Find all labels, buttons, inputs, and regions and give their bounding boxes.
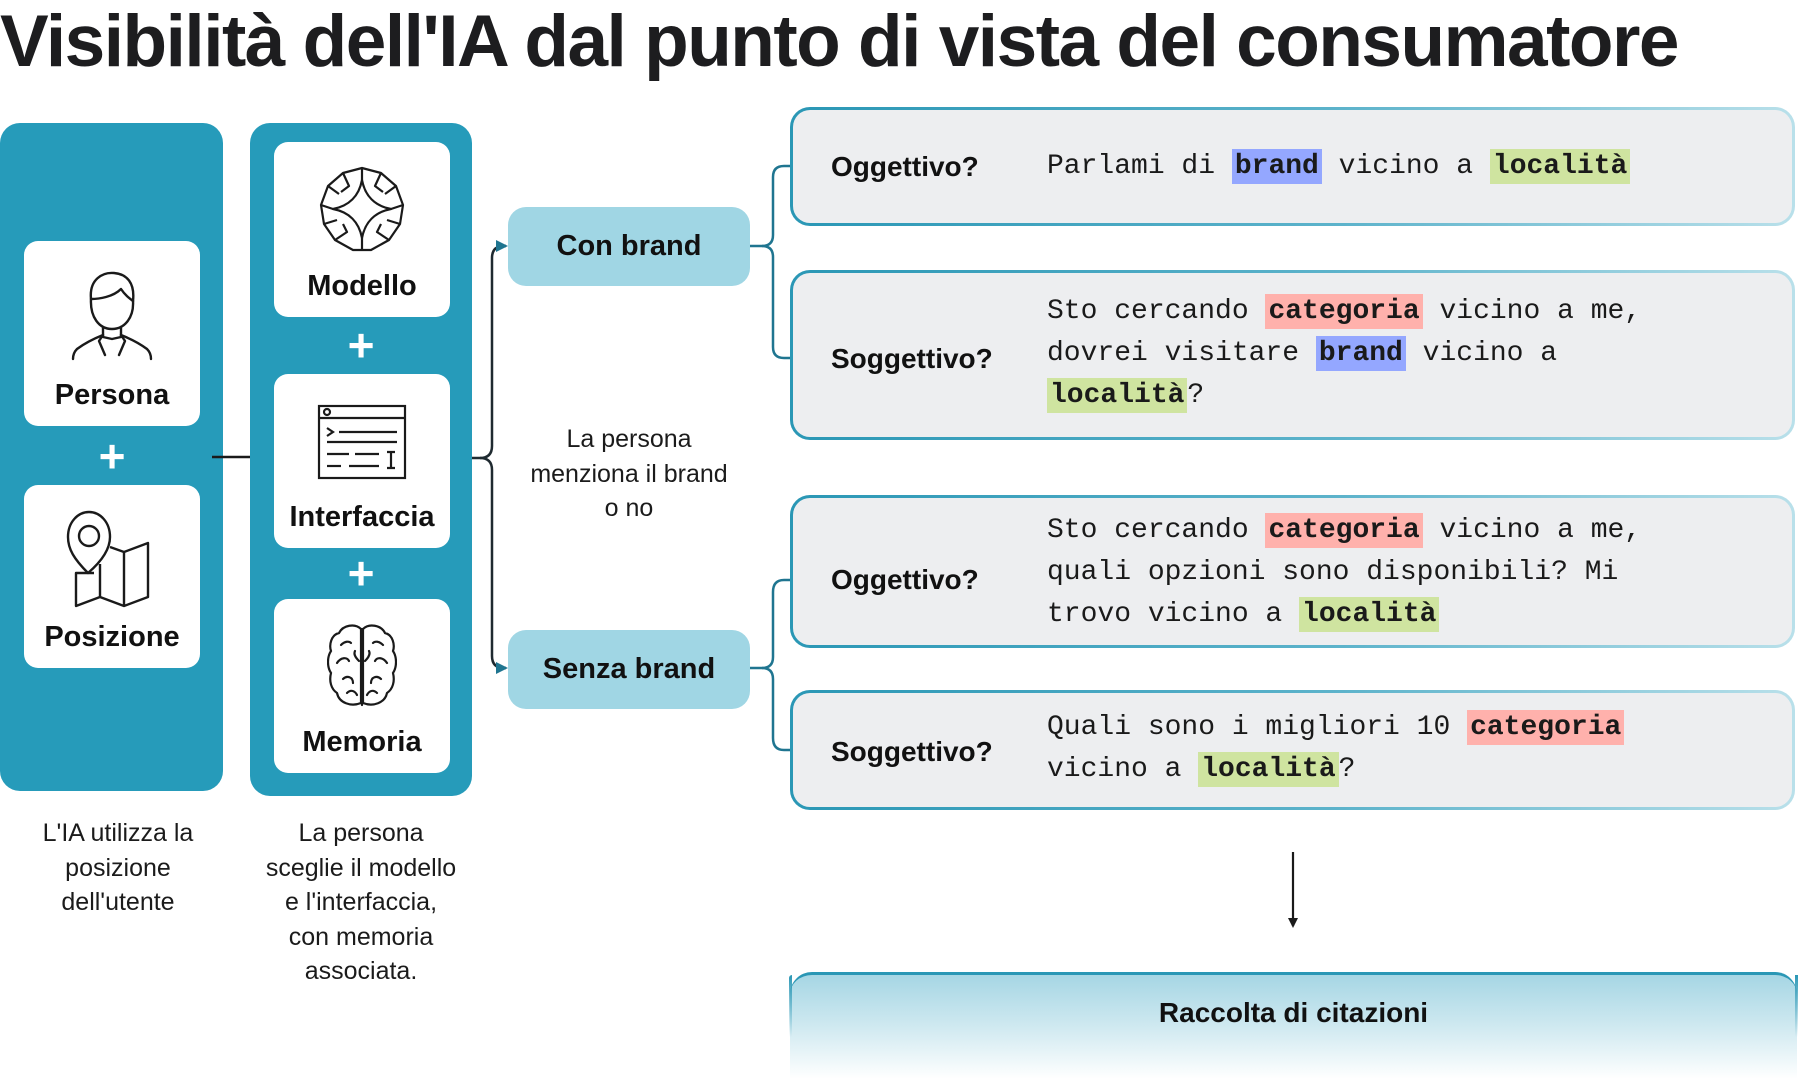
output-label: Raccolta di citazioni bbox=[1158, 997, 1429, 1028]
query-text: Sto cercando categoria vicino a me,dovre… bbox=[1047, 291, 1641, 417]
query-text-segment: quali opzioni sono disponibili? Mi bbox=[1047, 557, 1619, 588]
query-line: trovo vicino a località bbox=[1047, 594, 1641, 636]
card-label: Interfaccia bbox=[289, 501, 435, 533]
caption-line: menziona il brand bbox=[530, 459, 728, 488]
query-text-segment: Quali sono i migliori 10 bbox=[1047, 712, 1468, 743]
caption-line: La persona bbox=[566, 425, 692, 453]
placeholder-location: località bbox=[1198, 752, 1339, 787]
query-type-label: Soggettivo? bbox=[831, 736, 993, 767]
card-memoria: Memoria bbox=[274, 599, 450, 773]
query-text-segment: vicino a me, bbox=[1422, 296, 1642, 327]
query-box: Soggettivo? Quali sono i migliori 10 cat… bbox=[790, 690, 1795, 810]
query-line: Quali sono i migliori 10 categoria bbox=[1047, 707, 1625, 749]
brain-icon bbox=[327, 624, 397, 707]
card-label: Modello bbox=[307, 270, 417, 302]
card-label: Memoria bbox=[302, 726, 422, 758]
output-box: Raccolta di citazioni bbox=[789, 972, 1798, 1079]
branch-senza-brand: Senza brand bbox=[508, 630, 750, 709]
query-line: dovrei visitare brand vicino a bbox=[1047, 333, 1641, 375]
query-text-segment: Sto cercando bbox=[1047, 296, 1266, 327]
query-text: Parlami di brand vicino a località bbox=[1047, 146, 1631, 188]
placeholder-category: categoria bbox=[1265, 294, 1423, 329]
caption-line: con memoria bbox=[288, 922, 434, 951]
placeholder-category: categoria bbox=[1467, 710, 1625, 745]
query-type-label: Oggettivo? bbox=[831, 151, 979, 182]
caption-line: dell'utente bbox=[61, 888, 175, 916]
query-text-segment: ? bbox=[1187, 380, 1205, 411]
caption-branches: La persona menziona il brand o no bbox=[504, 422, 754, 526]
caption-line: e l'interfaccia, bbox=[284, 888, 438, 916]
placeholder-location: località bbox=[1489, 149, 1631, 184]
query-line: vicino a località? bbox=[1047, 749, 1624, 791]
query-text-segment: trovo vicino a bbox=[1047, 599, 1300, 630]
card-persona: Persona bbox=[24, 241, 200, 426]
query-text-segment: dovrei visitare bbox=[1047, 338, 1316, 369]
placeholder-category: categoria bbox=[1265, 513, 1423, 548]
query-text-segment: vicino a bbox=[1047, 754, 1199, 785]
query-text-segment: Parlami di bbox=[1047, 151, 1232, 182]
query-text-segment: vicino a bbox=[1321, 151, 1490, 182]
person-icon bbox=[71, 271, 153, 361]
caption-user-context: L'IA utilizza la posizione dell'utente bbox=[0, 816, 236, 920]
terminal-window-icon bbox=[317, 404, 407, 480]
page-title: Visibilità dell'IA dal punto di vista de… bbox=[0, 1, 1680, 82]
query-text-segment: vicino a me, bbox=[1422, 515, 1642, 546]
query-text: Sto cercando categoria vicino a me, quali… bbox=[1047, 510, 1641, 636]
query-line: località? bbox=[1047, 375, 1641, 417]
query-type-label: Oggettivo? bbox=[831, 564, 979, 595]
query-line: Sto cercando categoria vicino a me, bbox=[1047, 291, 1641, 333]
caption-line: posizione bbox=[65, 853, 171, 882]
caption-line: o no bbox=[604, 494, 654, 522]
caption-line: L'IA utilizza la bbox=[42, 819, 194, 847]
query-line: quali opzioni sono disponibili? Mi bbox=[1047, 552, 1641, 594]
plus-icon: + bbox=[347, 547, 375, 599]
query-line: Sto cercando categoria vicino a me, bbox=[1047, 510, 1641, 552]
card-modello: Modello bbox=[274, 142, 450, 317]
query-box: Oggettivo? Sto cercando categoria vicino… bbox=[790, 495, 1795, 648]
plus-icon: + bbox=[98, 430, 126, 482]
model-rosette-icon bbox=[319, 166, 405, 252]
query-text-segment: ? bbox=[1338, 754, 1356, 785]
card-label: Persona bbox=[54, 379, 170, 411]
card-posizione: Posizione bbox=[24, 485, 200, 668]
user-context-panel bbox=[0, 123, 223, 791]
map-pin-icon bbox=[66, 510, 150, 608]
placeholder-brand: brand bbox=[1231, 149, 1322, 184]
query-box: Soggettivo? Sto cercando categoria vicin… bbox=[790, 270, 1795, 440]
caption-line: sceglie il modello bbox=[265, 853, 457, 882]
placeholder-location: località bbox=[1047, 378, 1188, 413]
query-text-segment: vicino a bbox=[1405, 338, 1558, 369]
placeholder-brand: brand bbox=[1315, 336, 1406, 371]
query-type-label: Soggettivo? bbox=[831, 343, 993, 374]
query-line: Parlami di brand vicino a località bbox=[1047, 146, 1631, 188]
card-interfaccia: Interfaccia bbox=[274, 374, 450, 548]
placeholder-location: località bbox=[1299, 597, 1440, 632]
plus-icon: + bbox=[347, 319, 375, 371]
query-box: Oggettivo? Parlami di brand vicino a loc… bbox=[790, 107, 1795, 226]
branch-con-brand: Con brand bbox=[508, 207, 750, 286]
caption-setup: La persona sceglie il modello e l'interf… bbox=[236, 816, 486, 989]
card-label: Posizione bbox=[44, 621, 180, 653]
caption-line: associata. bbox=[304, 957, 418, 985]
caption-line: La persona bbox=[298, 819, 424, 847]
query-text-segment: Sto cercando bbox=[1047, 515, 1266, 546]
